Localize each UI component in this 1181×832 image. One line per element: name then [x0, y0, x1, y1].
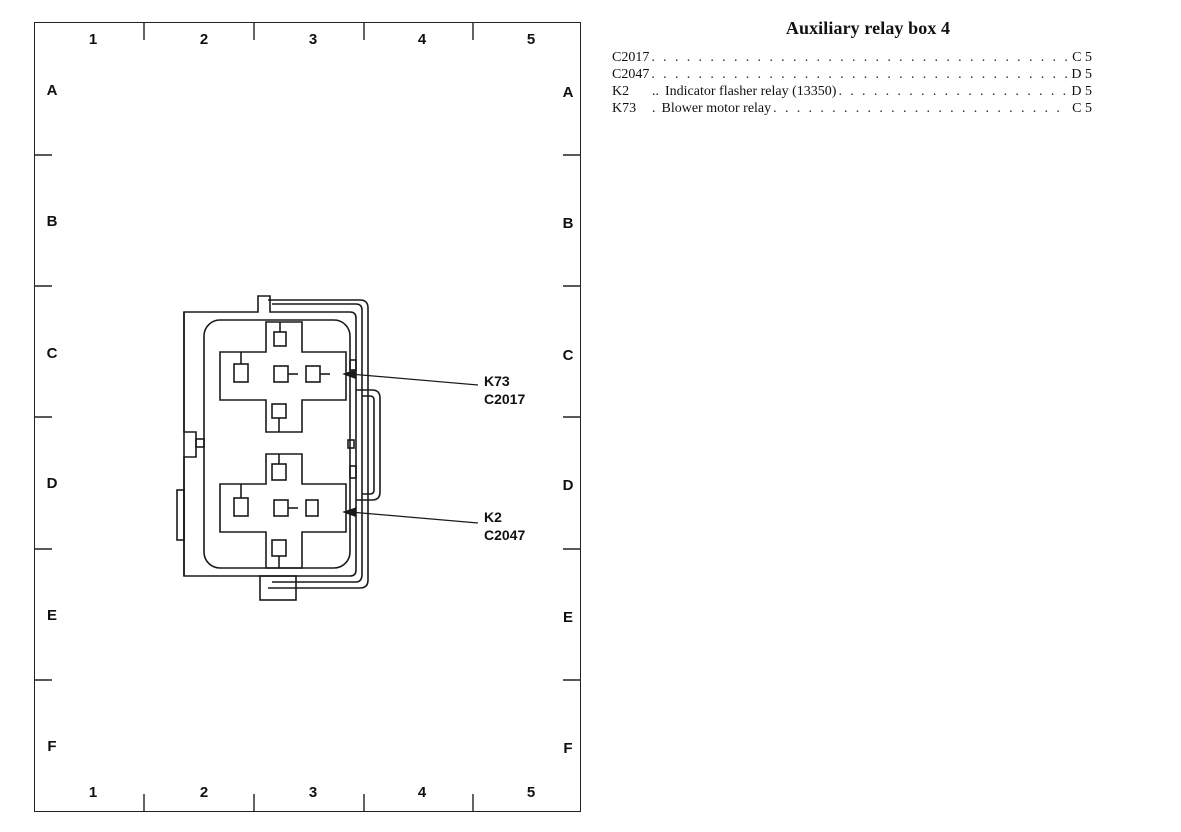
row-label-c: C — [47, 345, 58, 362]
callout-arrowhead-k2 — [342, 507, 357, 517]
relay-box-right-clip-inner — [362, 395, 375, 495]
relay-box-left-notch — [195, 438, 205, 448]
legend-grid-location: D 5 — [1071, 84, 1092, 99]
col-label-1: 1 — [89, 784, 97, 801]
row-label-c: C — [563, 347, 574, 364]
row-label-b: B — [563, 215, 574, 232]
legend-entry: C2017 C 5 — [612, 49, 1092, 66]
relay-box-top-strap-inner — [272, 303, 363, 583]
legend-code: C2047 — [612, 67, 650, 82]
row-label-d: D — [47, 475, 58, 492]
column-labels-top: 1 2 3 4 5 — [89, 31, 535, 48]
legend-entry: C2047 D 5 — [612, 66, 1092, 83]
relay-k2-socket — [219, 453, 347, 569]
col-label-4: 4 — [418, 31, 427, 48]
legend-leader-dots — [651, 49, 1068, 66]
relay-k2-pin-bottom — [271, 539, 287, 557]
relay-k2-pin-right — [305, 499, 319, 517]
row-label-a: A — [47, 82, 58, 99]
callout-leader-k73 — [349, 373, 479, 386]
row-labels-right: A B C D E F — [563, 84, 574, 757]
legend-separator: . — [652, 101, 656, 116]
row-labels-left: A B C D E F — [47, 82, 58, 755]
legend-grid-location: C 5 — [1072, 50, 1092, 65]
legend-entry: K73 . Blower motor relay C 5 — [612, 100, 1092, 117]
relay-k73-pin-left — [233, 363, 249, 383]
relay-box-left-wall — [183, 312, 197, 576]
callout-leaders — [342, 369, 479, 524]
callout-c2017-label: C2017 — [484, 391, 525, 407]
legend-leader-dots — [838, 83, 1067, 100]
legend-separator: .. — [652, 84, 659, 99]
legend-description: Blower motor relay — [661, 101, 772, 116]
grid-ticks — [34, 22, 581, 812]
col-label-2: 2 — [200, 784, 208, 801]
row-label-e: E — [563, 609, 573, 626]
relay-box-right-clip — [356, 389, 381, 501]
relay-k73-pin-top — [273, 331, 287, 347]
legend-code: C2017 — [612, 50, 650, 65]
row-label-d: D — [563, 477, 574, 494]
callout-labels: K73 C2017 K2 C2047 — [484, 373, 525, 543]
relay-box-bottom-tab — [259, 575, 297, 601]
row-label-e: E — [47, 607, 57, 624]
callout-c2047-label: C2047 — [484, 527, 525, 543]
legend-code: K73 — [612, 101, 637, 116]
col-label-3: 3 — [309, 31, 317, 48]
callout-k2-label: K2 — [484, 509, 502, 525]
row-label-b: B — [47, 213, 58, 230]
callout-arrowhead-k73 — [342, 369, 357, 379]
relay-k73-socket — [219, 321, 347, 433]
relay-k73-pin-right — [305, 365, 321, 383]
relay-box-outer-housing — [183, 295, 357, 577]
legend-leader-dots — [651, 66, 1067, 83]
col-label-4: 4 — [418, 784, 427, 801]
callout-leader-k2 — [349, 511, 479, 524]
legend-title: Auxiliary relay box 4 — [785, 18, 951, 38]
col-label-5: 5 — [527, 31, 535, 48]
component-legend: Auxiliary relay box 4 C2017 C 5 C2047 D … — [612, 18, 1092, 117]
callout-k73-label: K73 — [484, 373, 510, 389]
relay-box-upper-notch — [349, 359, 357, 371]
relay-box — [176, 295, 381, 601]
relay-box-left-clip — [176, 489, 185, 541]
relay-k2-pin-center — [273, 499, 289, 517]
legend-grid-location: D 5 — [1071, 67, 1092, 82]
legend-code: K2 — [612, 84, 630, 99]
col-label-2: 2 — [200, 31, 208, 48]
relay-k73-pin-bottom — [271, 403, 287, 419]
col-label-3: 3 — [309, 784, 317, 801]
relay-box-inner-frame — [203, 319, 351, 569]
column-labels-bottom: 1 2 3 4 5 — [89, 784, 535, 801]
row-label-a: A — [563, 84, 574, 101]
row-label-f: F — [563, 740, 572, 757]
col-label-1: 1 — [89, 31, 97, 48]
relay-box-top-strap — [268, 299, 369, 589]
legend-description: Indicator flasher relay (13350) — [665, 84, 837, 99]
relay-box-mid-notch — [347, 439, 355, 449]
relay-k73-pin-center — [273, 365, 289, 383]
col-label-5: 5 — [527, 784, 535, 801]
legend-leader-dots — [773, 100, 1068, 117]
legend-grid-location: C 5 — [1072, 101, 1092, 116]
relay-k2-pin-top — [271, 463, 287, 481]
row-label-f: F — [47, 738, 56, 755]
relay-k2-pin-left — [233, 497, 249, 517]
legend-entry: K2 .. Indicator flasher relay (13350) D … — [612, 83, 1092, 100]
relay-box-lower-notch — [349, 465, 357, 479]
